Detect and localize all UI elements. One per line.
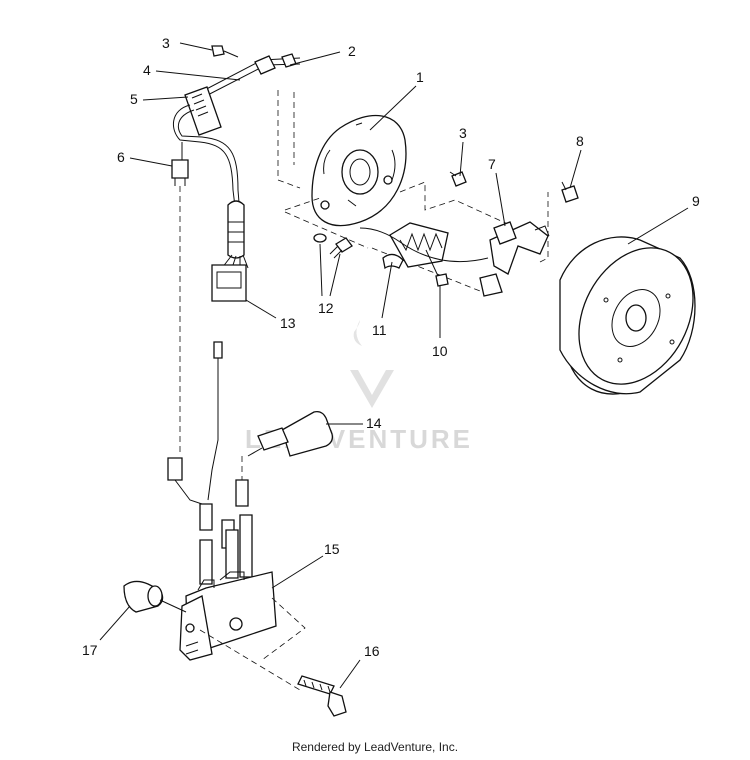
callout-3-right: 3 bbox=[459, 125, 467, 141]
callout-10: 10 bbox=[432, 343, 448, 359]
callout-14: 14 bbox=[366, 415, 382, 431]
flywheel bbox=[559, 236, 696, 395]
callout-7: 7 bbox=[488, 156, 496, 172]
callout-15: 15 bbox=[324, 541, 340, 557]
stator-plate bbox=[311, 114, 407, 227]
callout-12: 12 bbox=[318, 300, 334, 316]
callout-13: 13 bbox=[280, 315, 296, 331]
harness-clip bbox=[184, 86, 222, 136]
callout-16: 16 bbox=[364, 643, 380, 659]
leader-lines bbox=[99, 42, 689, 689]
callout-5: 5 bbox=[130, 91, 138, 107]
footer-credit: Rendered by LeadVenture, Inc. bbox=[291, 740, 459, 754]
callout-3-top: 3 bbox=[162, 35, 170, 51]
spark-plug-cap bbox=[247, 410, 334, 457]
callout-17: 17 bbox=[82, 642, 98, 658]
callout-1: 1 bbox=[416, 69, 424, 85]
callout-11: 11 bbox=[372, 322, 387, 338]
callout-6: 6 bbox=[117, 149, 125, 165]
ignition-coil bbox=[179, 571, 306, 661]
screw-lower bbox=[425, 249, 449, 287]
boot-cap bbox=[123, 580, 187, 613]
wiring-harness bbox=[171, 53, 301, 455]
callout-2: 2 bbox=[348, 43, 356, 59]
trigger-coil bbox=[479, 221, 550, 297]
callout-9: 9 bbox=[692, 193, 700, 209]
callout-4: 4 bbox=[143, 62, 151, 78]
bolt-top bbox=[211, 45, 239, 58]
coil-sleeves bbox=[199, 456, 253, 585]
screw-washer bbox=[313, 233, 353, 259]
bullet-connector bbox=[171, 159, 189, 179]
ground-wire bbox=[167, 341, 223, 506]
lighting-coil bbox=[359, 222, 489, 270]
callout-labels: 3 2 4 5 6 1 3 7 8 9 10 11 12 13 14 15 16… bbox=[82, 35, 700, 659]
coil-bolt bbox=[199, 629, 347, 717]
harness-connector bbox=[211, 264, 247, 302]
screw-right bbox=[449, 171, 467, 187]
callout-8: 8 bbox=[576, 133, 584, 149]
screw-flywheel bbox=[561, 181, 579, 203]
